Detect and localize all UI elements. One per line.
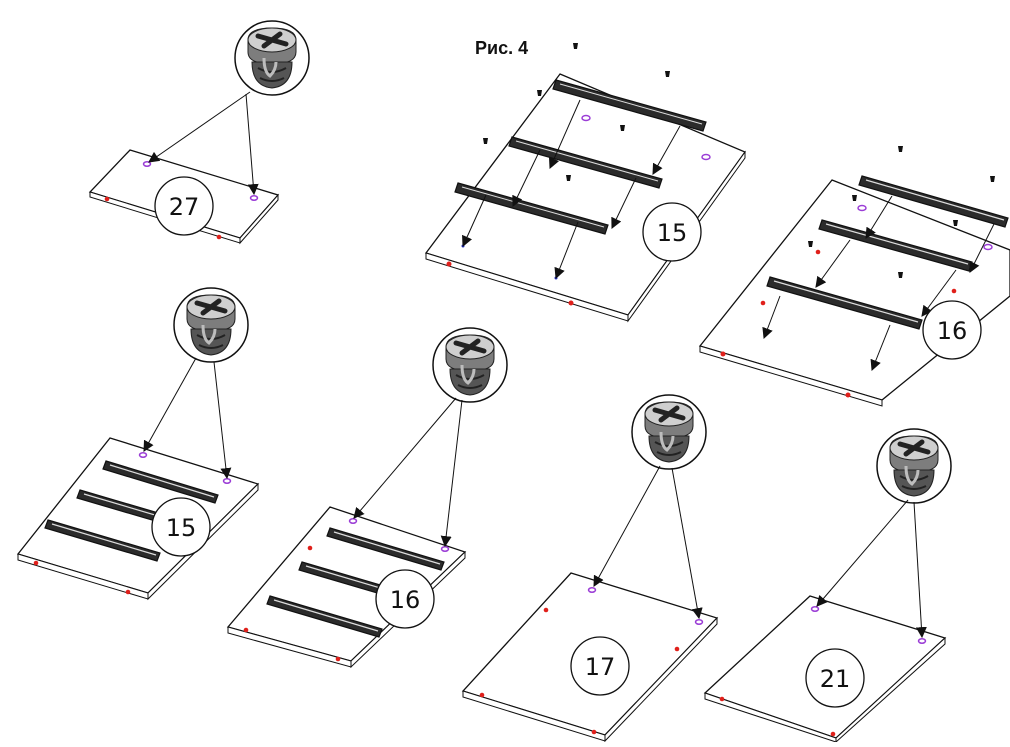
cam-fitting-icon <box>433 328 507 402</box>
panel-label-21: 21 <box>820 665 851 693</box>
panel-label-16-right: 16 <box>937 317 968 345</box>
panel-label-15-left: 15 <box>166 514 197 542</box>
panel-label-17: 17 <box>585 653 616 681</box>
figure-caption: Рис. 4 <box>475 38 529 58</box>
cam-fitting-icon <box>174 288 248 362</box>
cam-fitting-icon <box>877 429 951 503</box>
panel-17-group: 17 <box>461 395 719 743</box>
panel-label-15-top: 15 <box>657 219 688 247</box>
panel-15-left-group: 15 <box>16 288 260 601</box>
panel-15-top-group: 15 <box>424 43 747 323</box>
cam-fitting-icon <box>632 395 706 469</box>
panel-21-group: 21 <box>703 429 951 744</box>
panel-16-right-group: 16 <box>698 146 1010 407</box>
cam-fitting-icon <box>235 21 309 95</box>
panel-16-middle-group: 16 <box>226 328 507 669</box>
panel-27-group: 27 <box>88 21 309 245</box>
panel-label-27: 27 <box>169 193 200 221</box>
panel-label-16-middle: 16 <box>390 586 421 614</box>
